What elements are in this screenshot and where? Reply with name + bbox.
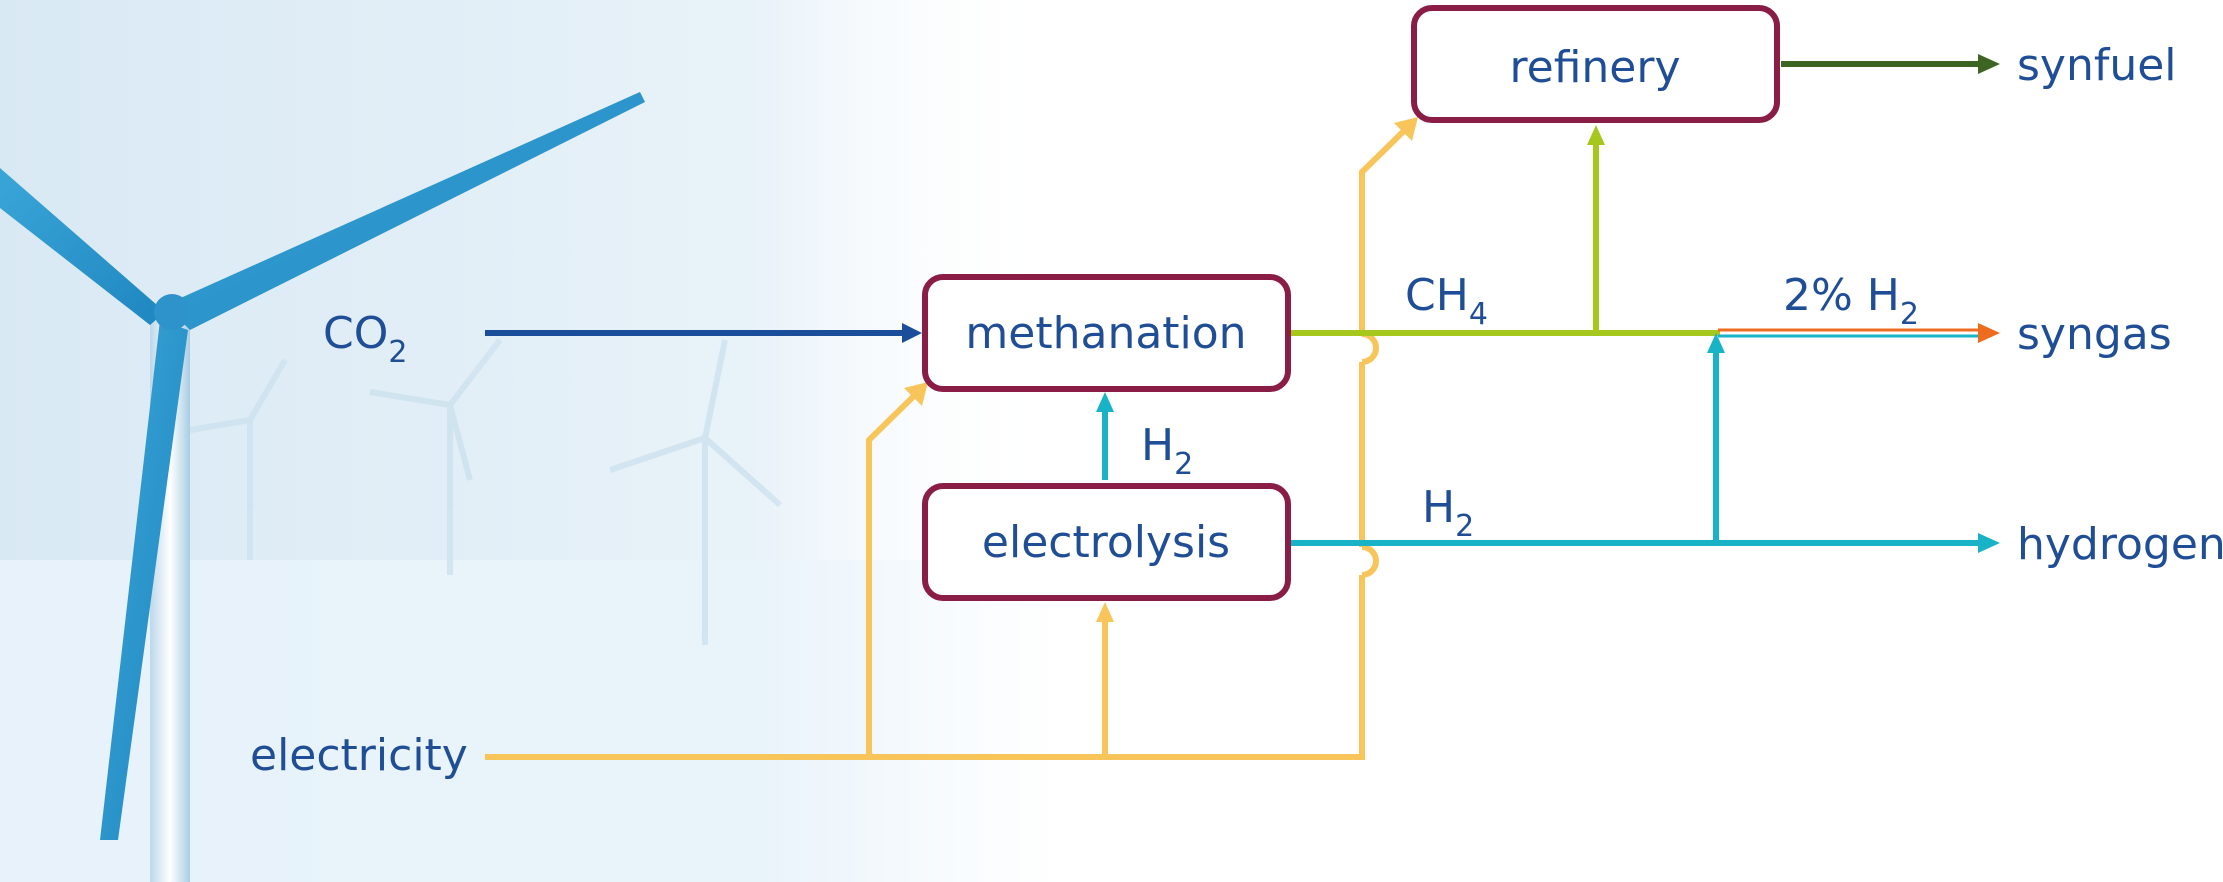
electrolysis-box: electrolysis [922,483,1291,601]
methanation-box: methanation [922,274,1291,392]
refinery-box: refinery [1411,5,1780,123]
ch4-label-sub: 4 [1469,297,1488,332]
electrolysis-label: electrolysis [982,517,1230,568]
hydrogen-label: hydrogen [2017,519,2223,570]
co2-label: CO2 [323,308,407,370]
wind-turbine-background [0,0,1060,882]
turbine-icon [0,92,645,882]
synfuel-flow [1781,54,2000,74]
methanation-label: methanation [965,308,1246,359]
methane-flows [1290,140,1720,336]
ch4-label: CH4 [1405,270,1488,332]
syngas-flow [1718,323,2000,343]
h2-upper-label-main: H [1141,420,1174,471]
h2-lower-label-sub: 2 [1455,509,1474,544]
h2-upper-label: H2 [1141,420,1193,482]
co2-label-sub: 2 [388,335,407,370]
syngas-label: syngas [2017,309,2172,360]
electricity-flows [485,122,1413,760]
h2-lower-label: H2 [1422,482,1474,544]
co2-label-main: CO [323,308,388,359]
h2-share-label: 2% H2 [1783,270,1919,332]
hydrogen-flows [1102,348,1982,546]
hydrogen-arrowheads [1096,333,2000,553]
h2-lower-label-main: H [1422,482,1455,533]
electricity-arrowheads [904,117,1418,622]
electricity-label: electricity [250,730,468,781]
refinery-label: refinery [1510,42,1681,93]
h2-upper-label-sub: 2 [1174,447,1193,482]
methane-arrowhead [1587,125,1605,145]
synfuel-label: synfuel [2017,40,2177,91]
h2-share-label-sub: 2 [1900,297,1919,332]
ch4-label-main: CH [1405,270,1469,321]
co2-flow [485,323,922,343]
h2-share-label-main: 2% H [1783,270,1900,321]
